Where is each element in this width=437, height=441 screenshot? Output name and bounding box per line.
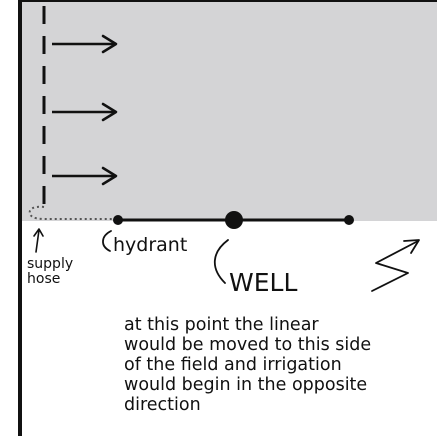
end-dot: [344, 215, 354, 225]
direction-arrow: [52, 102, 118, 122]
supply-hose-pointer-arrow: [33, 228, 44, 253]
well-label: WELL: [229, 268, 297, 297]
direction-arrow: [52, 34, 118, 54]
direction-arrow: [52, 166, 118, 186]
well-marker: [225, 211, 243, 229]
note-line: would begin in the opposite: [124, 375, 367, 395]
supply-hose-label-line1: supply: [27, 256, 73, 272]
note-line: would be moved to this side: [124, 335, 371, 355]
note-line: at this point the linear: [124, 315, 319, 335]
hydrant-label: hydrant: [113, 234, 187, 256]
note-line: direction: [124, 395, 201, 415]
note-line: of the field and irrigation: [124, 355, 342, 375]
squiggle-arrowhead: [403, 239, 420, 254]
irrigated-field: [20, 0, 437, 221]
hydrant-pointer: [102, 230, 112, 252]
well-pointer: [213, 239, 229, 284]
supply-hose-label-line2: hose: [27, 271, 60, 287]
move-direction-squiggle: [371, 240, 419, 292]
hydrant-dot: [113, 215, 123, 225]
